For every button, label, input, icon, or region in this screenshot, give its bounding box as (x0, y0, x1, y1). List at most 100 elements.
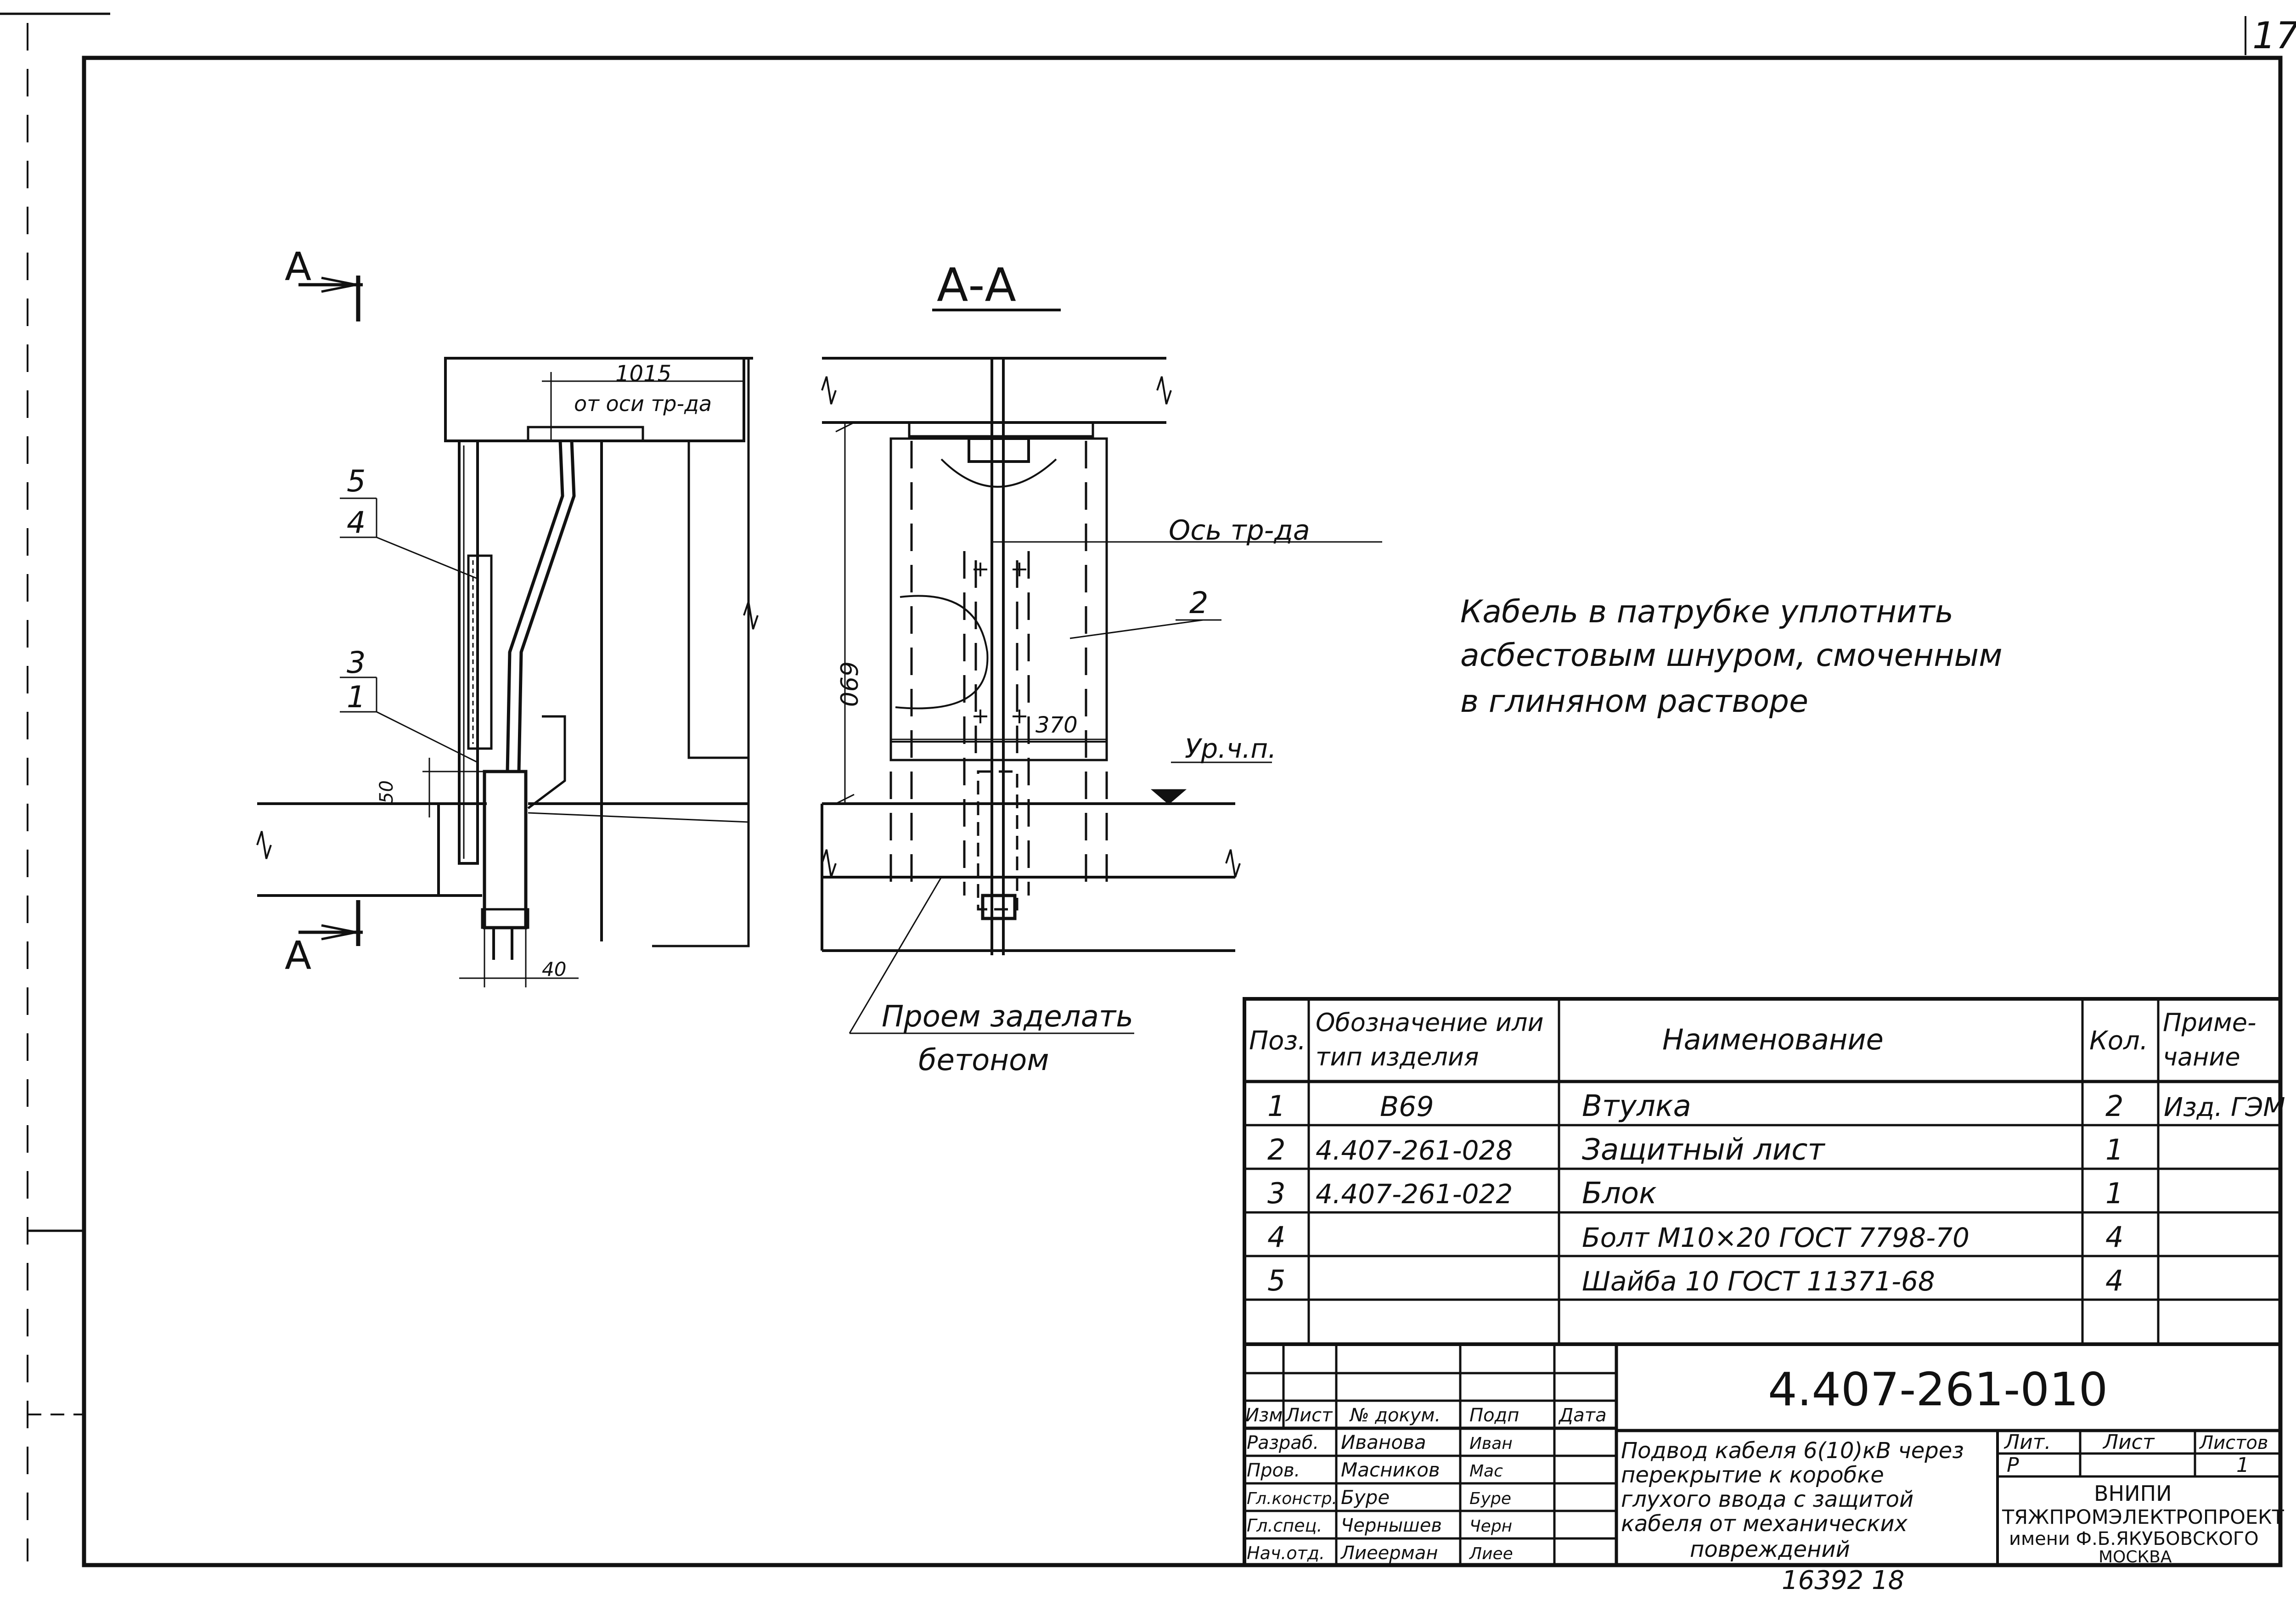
sheet-label: Лист (2102, 1431, 2155, 1454)
col-date: Дата (1558, 1405, 1607, 1426)
drawing-title: Подвод кабеля 6(10)кВ через перекрытие к… (1621, 1438, 1964, 1562)
list-item: Гл.констр. Буре Буре (1247, 1486, 1511, 1509)
row-name: Защитный лист (1582, 1133, 1825, 1167)
floor-level-label: Ур.ч.п. (1185, 733, 1277, 764)
row-pos: 3 (1267, 1177, 1285, 1210)
header-designation-line-1: Обозначение или (1316, 1008, 1544, 1037)
title-line-4: кабеля от механических (1621, 1511, 1908, 1537)
header-note-line-2: чание (2163, 1042, 2240, 1071)
title-block (1243, 1342, 2282, 1567)
table-row: 2 4.407-261-028 Защитный лист 1 (1267, 1133, 2123, 1167)
row-note: Изд. ГЭМ (2164, 1093, 2285, 1122)
row-pos: 5 (1267, 1264, 1285, 1297)
spec-table-headers: Поз. Обозначение или тип изделия Наимено… (1249, 1008, 2256, 1071)
staff-name: Масников (1341, 1459, 1440, 1481)
header-pos: Поз. (1249, 1026, 1306, 1056)
row-qty: 4 (2105, 1264, 2123, 1297)
table-row: 1 В69 Втулка 2 Изд. ГЭМ (1267, 1089, 2285, 1123)
leader-4: 4 (347, 506, 366, 540)
row-designation: 4.407-261-022 (1316, 1178, 1513, 1210)
org-line-3: имени Ф.Б.ЯКУБОВСКОГО (2009, 1528, 2259, 1549)
list-item: Нач.отд. Лиеерман Лиее (1247, 1543, 1513, 1564)
row-pos: 2 (1267, 1133, 1285, 1166)
leader-5: 5 (347, 464, 366, 499)
row-qty: 1 (2105, 1177, 2123, 1210)
dim-40: 40 (542, 958, 566, 980)
row-name: Блок (1582, 1177, 1657, 1211)
col-sign: Подп (1469, 1405, 1519, 1426)
row-pos: 4 (1267, 1220, 1285, 1254)
org-line-2: ТЯЖПРОМЭЛЕКТРОПРОЕКТ (2002, 1506, 2285, 1529)
section-title: А-А (937, 258, 1016, 312)
sheet-corner-number: 17 (2252, 14, 2296, 57)
row-name: Втулка (1582, 1089, 1691, 1123)
row-qty: 2 (2105, 1089, 2123, 1123)
leader-2: 2 (1189, 586, 1208, 620)
staff-role: Пров. (1247, 1460, 1300, 1481)
staff-role: Разраб. (1247, 1432, 1319, 1454)
col-list: Лист (1285, 1405, 1333, 1426)
title-block-columns: Изм Лист № докум. Подп Дата (1245, 1405, 1607, 1426)
row-name: Шайба 10 ГОСТ 11371-68 (1582, 1266, 1935, 1297)
document-number: 4.407-261-010 (1768, 1363, 2108, 1416)
list-item: Пров. Масников Мас (1247, 1459, 1503, 1481)
staff-role: Гл.спец. (1247, 1515, 1322, 1536)
staff-name: Чернышев (1341, 1515, 1442, 1536)
org-line-4: МОСКВА (2099, 1548, 2172, 1566)
staff-name: Буре (1341, 1486, 1390, 1509)
header-name: Наименование (1662, 1023, 1884, 1056)
note-line-3: в глиняном растворе (1460, 683, 1808, 720)
row-pos: 1 (1267, 1089, 1285, 1123)
section-view (821, 309, 1382, 1034)
opening-note-line-1: Проем заделать (882, 1000, 1133, 1034)
col-doc: № докум. (1349, 1405, 1441, 1426)
leader-3: 3 (347, 646, 366, 680)
list-item: Гл.спец. Чернышев Черн (1247, 1515, 1512, 1536)
staff-signature: Буре (1469, 1489, 1511, 1508)
opening-note-line-2: бетоном (918, 1043, 1049, 1077)
leader-1: 1 (347, 680, 366, 715)
header-designation-line-2: тип изделия (1316, 1042, 1479, 1071)
row-qty: 4 (2105, 1220, 2123, 1254)
title-line-5: повреждений (1690, 1537, 1850, 1562)
title-line-2: перекрытие к коробке (1621, 1462, 1884, 1488)
spec-table-rows: 1 В69 Втулка 2 Изд. ГЭМ 2 4.407-261-028 … (1267, 1089, 2285, 1297)
dim-690: 690 (834, 661, 862, 707)
title-line-3: глухого ввода с защитой (1621, 1487, 1913, 1512)
spec-table (1243, 997, 2282, 1346)
row-qty: 1 (2105, 1133, 2123, 1166)
dim-50: 50 (376, 780, 397, 804)
row-designation: 4.407-261-028 (1316, 1135, 1513, 1166)
staff-name: Иванова (1341, 1431, 1426, 1454)
staff-signature: Иван (1469, 1434, 1513, 1453)
lit-label: Лит. (2003, 1431, 2051, 1454)
row-designation: В69 (1380, 1091, 1434, 1123)
dim-370: 370 (1035, 712, 1078, 738)
sheets-label: Листов (2199, 1432, 2268, 1454)
bottom-archive-number: 16392 18 (1782, 1566, 1904, 1595)
sheet-frame (0, 12, 2283, 1567)
staff-signature: Лиее (1469, 1544, 1513, 1563)
list-item: Разраб. Иванова Иван (1247, 1431, 1513, 1454)
table-row: 4 Болт М10×20 ГОСТ 7798-70 4 (1267, 1220, 2123, 1254)
header-note-line-1: Приме- (2163, 1008, 2256, 1037)
left-view (256, 276, 759, 987)
staff-list: Разраб. Иванова Иван Пров. Масников Мас … (1247, 1431, 1513, 1564)
org-line-1: ВНИПИ (2094, 1481, 2172, 1506)
dim-1015: 1015 (615, 361, 671, 387)
section-marker-bottom: А (285, 933, 311, 979)
table-row: 3 4.407-261-022 Блок 1 (1267, 1177, 2123, 1211)
staff-role: Нач.отд. (1247, 1543, 1325, 1563)
col-izm: Изм (1245, 1405, 1283, 1426)
title-line-1: Подвод кабеля 6(10)кВ через (1621, 1438, 1964, 1464)
staff-name: Лиеерман (1340, 1543, 1438, 1564)
table-row: 5 Шайба 10 ГОСТ 11371-68 4 (1267, 1264, 2123, 1297)
axis-label: Ось тр-да (1169, 514, 1310, 546)
sheets-value: 1 (2236, 1454, 2249, 1477)
staff-signature: Мас (1469, 1462, 1503, 1481)
staff-role: Гл.констр. (1247, 1489, 1337, 1508)
section-marker-top: А (285, 244, 311, 290)
lit-value: Р (2007, 1454, 2019, 1477)
note-line-1: Кабель в патрубке уплотнить (1460, 594, 1953, 630)
